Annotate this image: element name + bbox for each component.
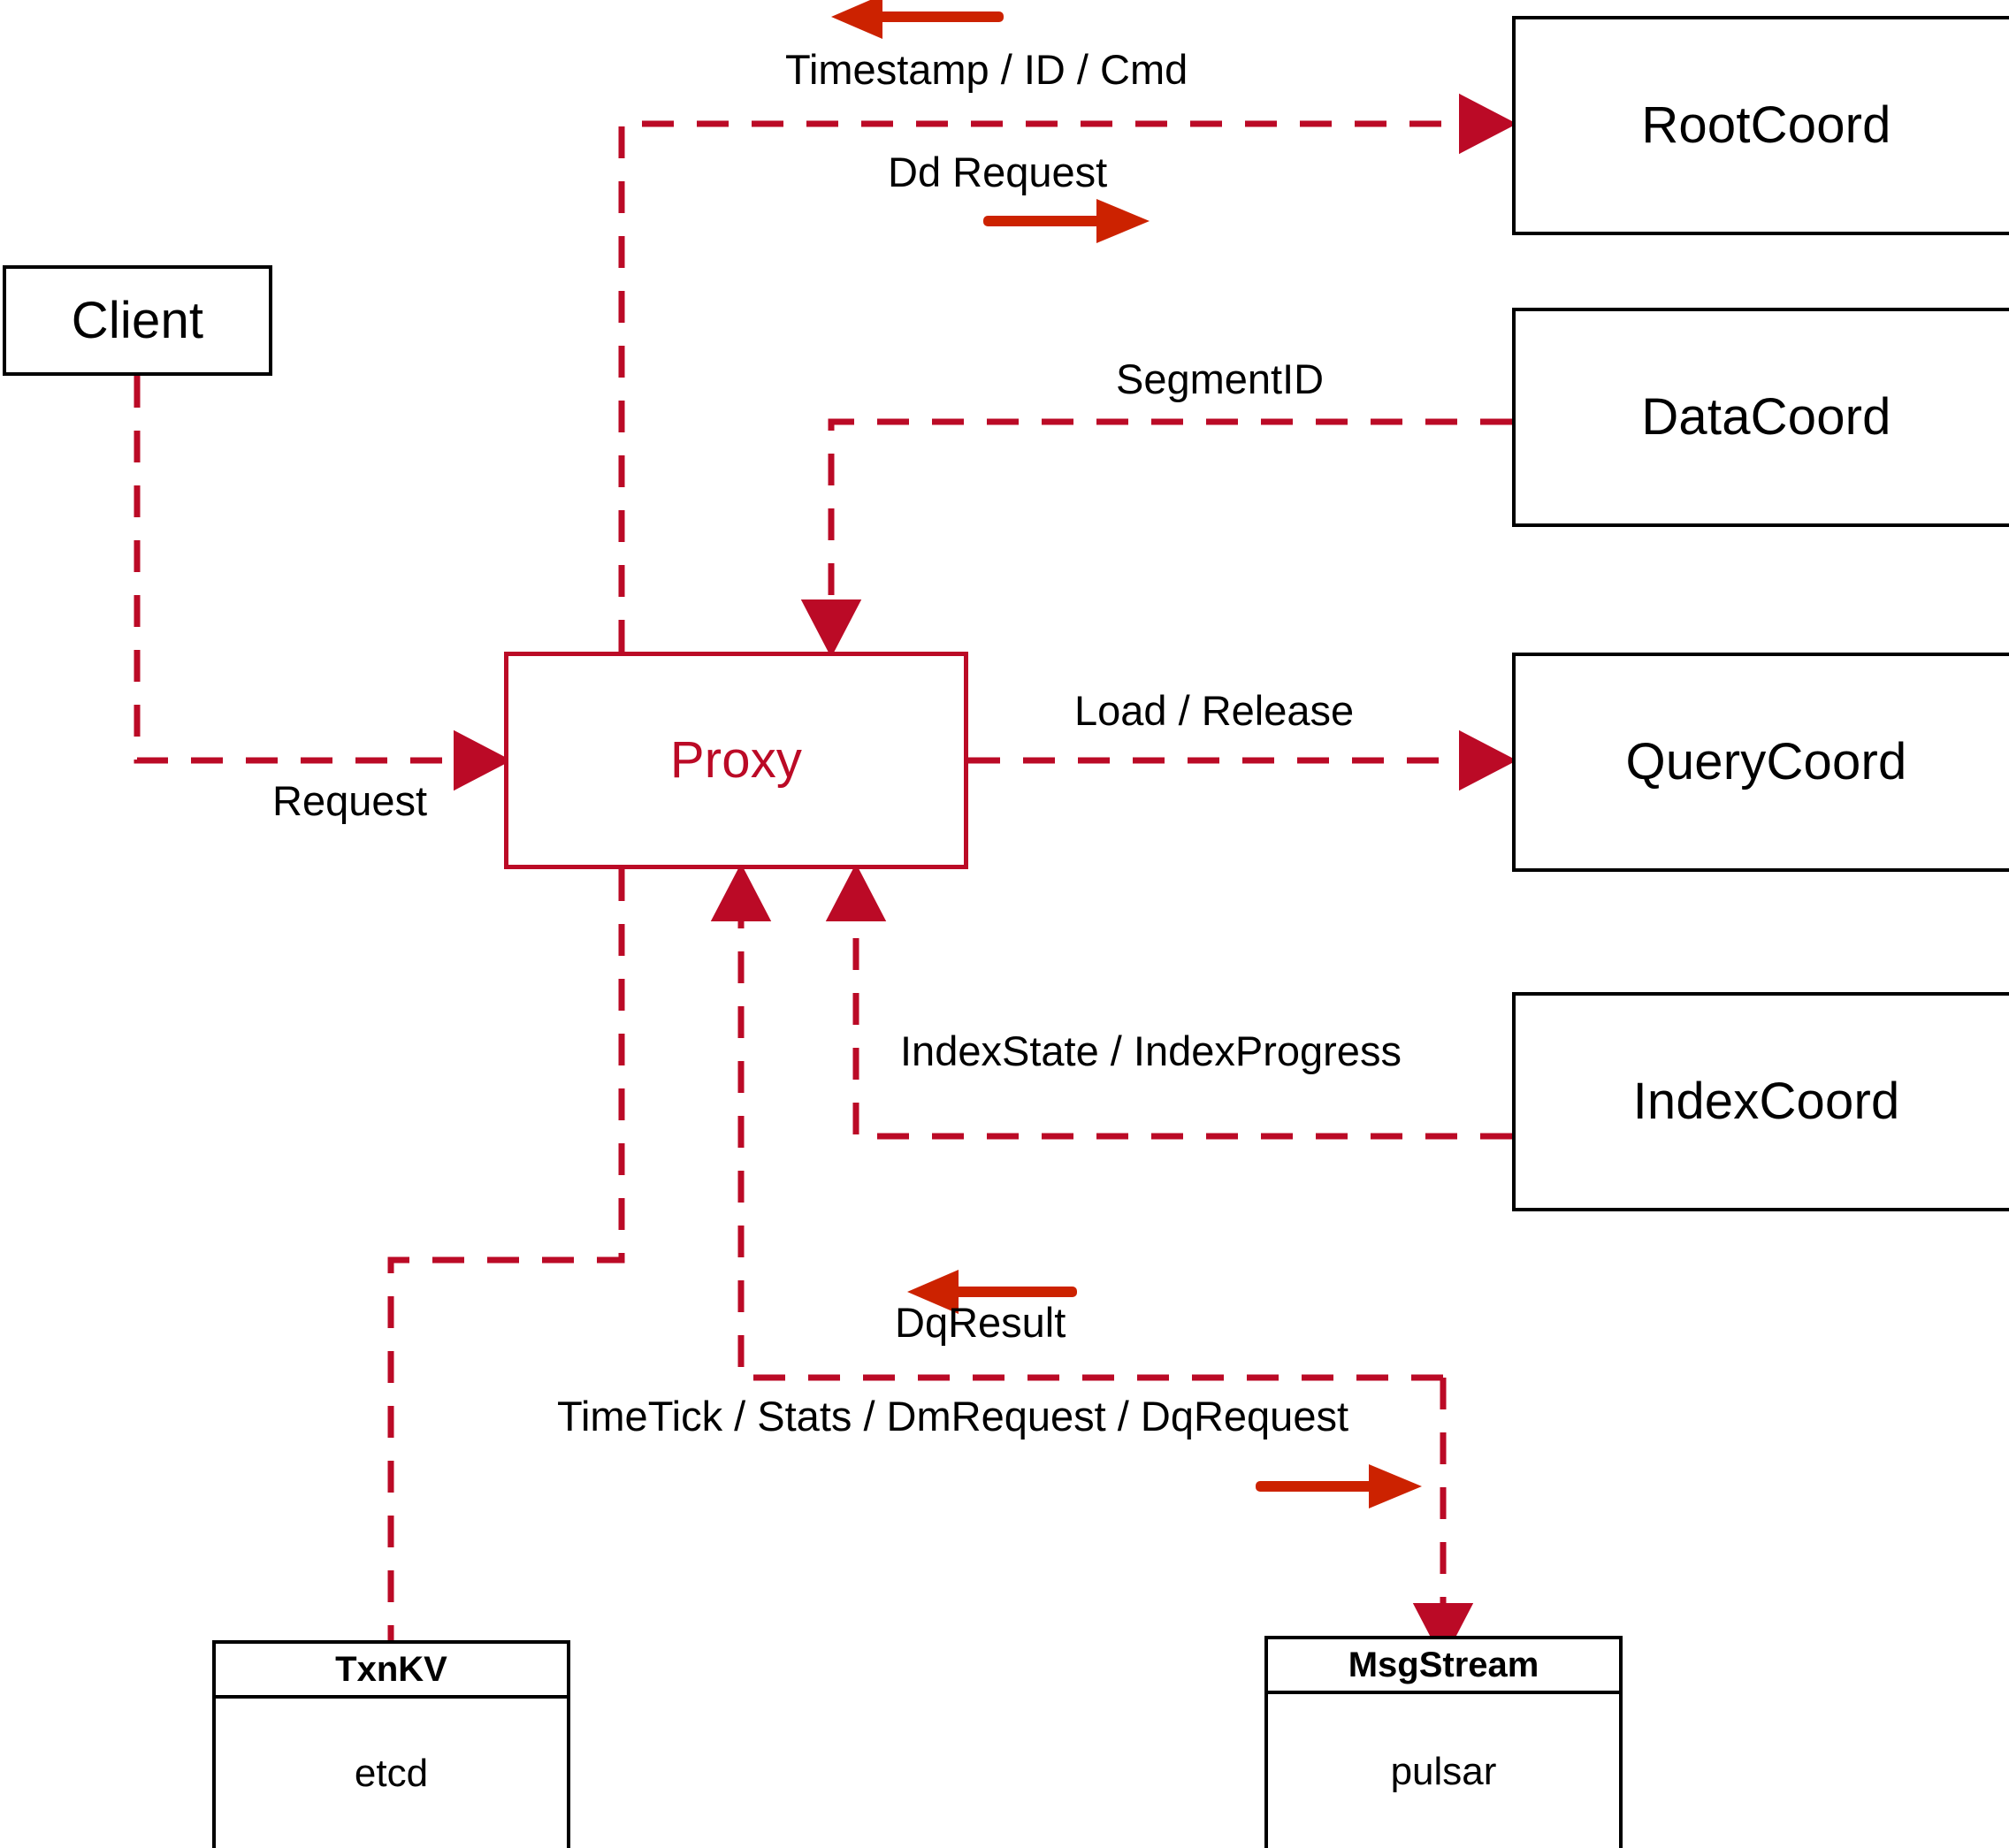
node-msgstream-title: MsgStream <box>1268 1639 1619 1694</box>
node-msgstream-body: pulsar <box>1390 1749 1497 1793</box>
edge-label-request: Request <box>272 777 428 824</box>
edge-label-load-release: Load / Release <box>1074 687 1355 734</box>
node-datacoord[interactable]: DataCoord <box>1512 308 2009 527</box>
node-proxy-label: Proxy <box>669 731 803 789</box>
node-querycoord-label: QueryCoord <box>1625 733 1907 790</box>
node-indexcoord[interactable]: IndexCoord <box>1512 992 2009 1211</box>
edge-label-timestamp-id-cmd: Timestamp / ID / Cmd <box>785 46 1188 93</box>
node-rootcoord[interactable]: RootCoord <box>1512 16 2009 235</box>
node-msgstream[interactable]: MsgStream pulsar <box>1264 1636 1623 1848</box>
edge-label-dq-result: DqResult <box>895 1299 1066 1346</box>
node-datacoord-label: DataCoord <box>1641 388 1891 446</box>
edge-label-timetick-stats: TimeTick / Stats / DmRequest / DqRequest <box>557 1393 1349 1439</box>
node-txnkv[interactable]: TxnKV etcd <box>212 1640 570 1848</box>
arrow-dd-right <box>983 199 1150 243</box>
node-indexcoord-label: IndexCoord <box>1632 1073 1900 1130</box>
edge-label-segment-id: SegmentID <box>1116 355 1325 402</box>
edge-client-to-proxy <box>134 376 512 791</box>
edge-label-dd-request: Dd Request <box>888 149 1108 195</box>
edge-proxy-to-txnkv <box>387 869 625 1640</box>
direction-arrow-group <box>831 0 1422 1508</box>
arrow-timetick-right <box>1256 1464 1422 1508</box>
node-client-label: Client <box>71 291 204 349</box>
edge-msgstream-to-proxy <box>710 863 1443 1381</box>
node-rootcoord-label: RootCoord <box>1641 96 1891 154</box>
edge-label-index-state: IndexState / IndexProgress <box>900 1027 1402 1074</box>
node-client[interactable]: Client <box>3 265 272 376</box>
edge-indexcoord-to-proxy <box>825 863 1512 1140</box>
node-querycoord[interactable]: QueryCoord <box>1512 653 2009 872</box>
node-proxy[interactable]: Proxy <box>504 652 968 869</box>
arrow-dqresult-left <box>907 1270 1077 1314</box>
arrow-timestamp-left <box>831 0 1004 39</box>
edge-proxy-to-rootcoord <box>618 93 1517 652</box>
edge-datacoord-to-proxy <box>800 418 1512 658</box>
node-txnkv-body: etcd <box>354 1752 429 1795</box>
node-txnkv-title: TxnKV <box>216 1644 567 1699</box>
